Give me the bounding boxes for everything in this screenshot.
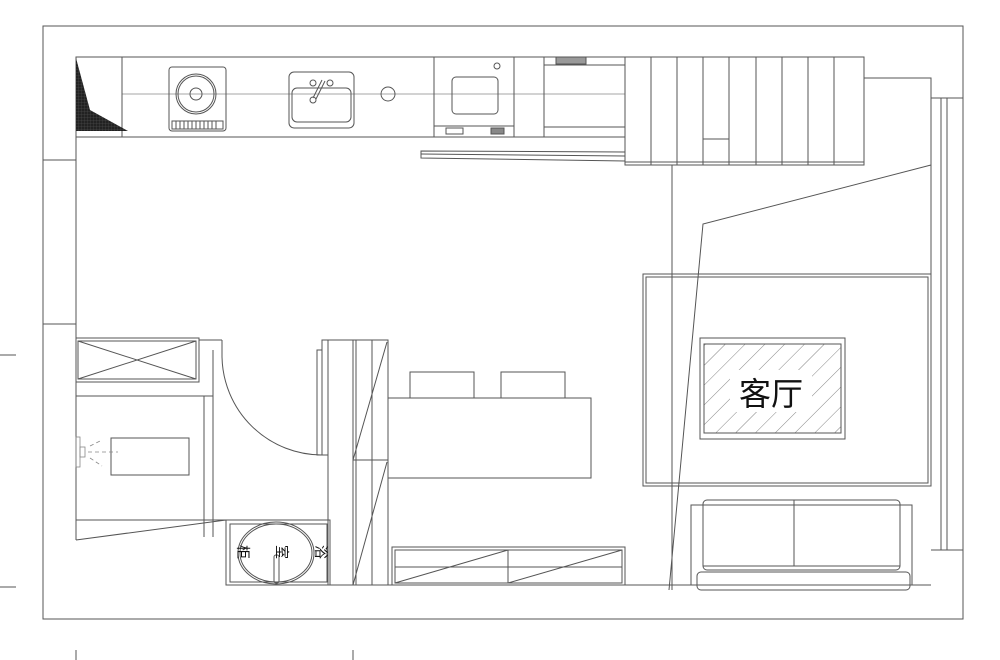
closet: [75, 337, 200, 383]
vanity-label-char-1: 浴: [312, 545, 328, 559]
shower-icon: [75, 436, 118, 468]
fridge-icon: [543, 56, 626, 138]
storage-column: [327, 339, 389, 586]
drain-icon: [380, 86, 396, 102]
vanity-label-char-3: 柜: [234, 545, 250, 559]
wardrobe-top: [624, 56, 865, 166]
tv-cabinet: [391, 546, 626, 586]
room-label-living: 客厅: [739, 375, 803, 413]
bathroom: [75, 339, 227, 541]
walls: [43, 57, 963, 591]
coffee-table: 客厅: [699, 337, 846, 440]
vanity-label-char-2: 室: [273, 545, 290, 559]
kitchen-sink-icon: [288, 71, 355, 129]
bath-vanity: 浴 室 柜: [225, 519, 331, 586]
dimension-ticks: [0, 354, 354, 660]
rug: [642, 273, 932, 487]
sofa: [690, 499, 913, 591]
drawing-frame: [42, 25, 964, 620]
column-hatch: [76, 58, 128, 131]
dining-table: [387, 371, 592, 479]
oven-icon: [433, 56, 515, 138]
shelf: [420, 150, 626, 162]
cooktop-icon: [168, 66, 227, 132]
door-swing: [221, 339, 329, 456]
